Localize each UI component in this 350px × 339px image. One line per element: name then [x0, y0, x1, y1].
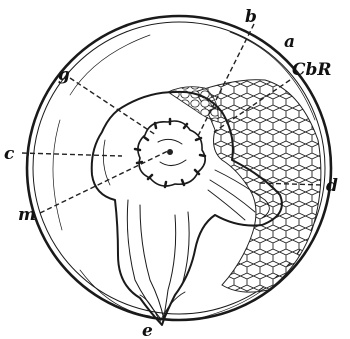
- label-g: g: [58, 65, 70, 85]
- label-m: m: [18, 205, 36, 225]
- label-b: b: [245, 7, 257, 27]
- label-cbr: CbR: [292, 60, 332, 80]
- label-c: c: [4, 144, 15, 164]
- label-e: e: [142, 321, 153, 339]
- label-d: d: [326, 176, 338, 196]
- label-a: a: [284, 32, 295, 52]
- central-mass: [135, 119, 205, 187]
